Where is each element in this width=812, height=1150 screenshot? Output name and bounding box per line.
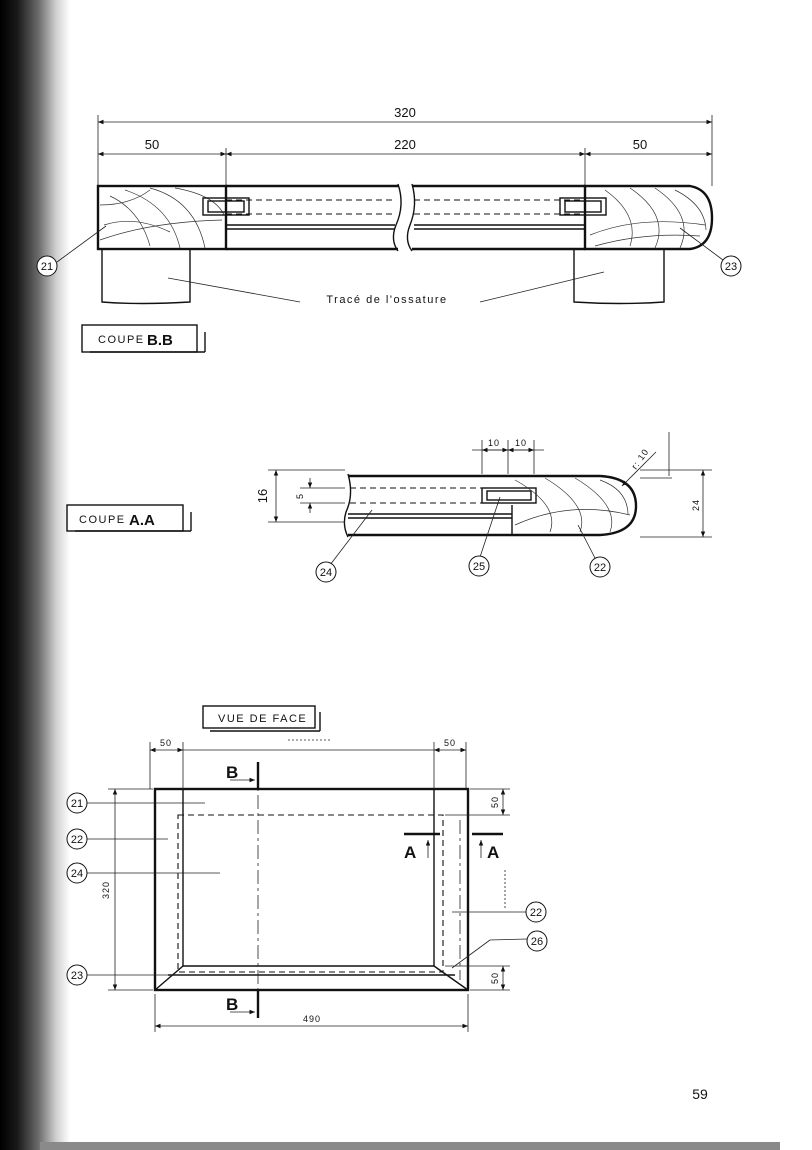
dim-right-rail: 50 xyxy=(633,137,647,152)
callout-face-22-text: 22 xyxy=(71,834,83,846)
dim-aa-left-inner: 5 xyxy=(295,493,305,499)
dim-aa-right: 24 xyxy=(691,499,701,511)
callout-22-text: 22 xyxy=(594,562,606,574)
dim-face-right-top: 50 xyxy=(490,796,500,808)
front-view-dimensions: 50 50 320 50 50 490 xyxy=(101,738,510,1032)
callout-face-23 xyxy=(66,964,88,986)
section-a-right: A xyxy=(487,843,499,862)
coupe-bb-label: COUPE B.B xyxy=(81,324,206,353)
coupe-aa-dimensions: 10 10 r: 10 24 16 5 xyxy=(255,432,712,538)
coupe-bb-panel xyxy=(202,183,607,252)
callout-23-text: 23 xyxy=(725,261,737,273)
dim-aa-radius: r: 10 xyxy=(629,447,650,472)
callout-21 xyxy=(36,255,58,277)
callout-face-22-right-text: 22 xyxy=(530,907,542,919)
front-view-callouts: 21 22 24 23 22 26 xyxy=(66,792,548,986)
dim-face-height: 320 xyxy=(101,881,111,899)
dim-aa-top-a: 10 xyxy=(488,438,500,448)
front-view-section-markers: B B A A xyxy=(226,762,503,1018)
callout-face-26-text: 26 xyxy=(531,936,543,948)
coupe-aa-prefix: COUPE xyxy=(79,514,126,526)
section-b-bottom: B xyxy=(226,995,238,1014)
dim-face-right-bottom: 50 xyxy=(490,972,500,984)
section-a-left: A xyxy=(404,843,416,862)
vue-de-face-title: VUE DE FACE xyxy=(218,713,307,725)
coupe-aa-section-letters: A.A xyxy=(129,512,155,529)
callout-face-21 xyxy=(66,792,88,814)
dim-total-width: 320 xyxy=(394,105,416,120)
vue-de-face-section: VUE DE FACE B B A A xyxy=(66,705,548,1032)
book-spine-shadow xyxy=(0,0,70,1150)
coupe-aa-body xyxy=(343,473,638,538)
callout-22 xyxy=(589,556,611,578)
page-bottom-edge xyxy=(40,1142,780,1150)
vue-de-face-label: VUE DE FACE xyxy=(202,705,321,732)
coupe-bb-dimensions: 320 50 220 50 xyxy=(97,105,713,186)
coupe-bb-section-letters: B.B xyxy=(147,332,173,349)
section-b-top: B xyxy=(226,763,238,782)
coupe-bb-left-stile xyxy=(96,184,228,251)
callout-face-22 xyxy=(66,828,88,850)
callout-23 xyxy=(720,255,742,277)
frame-trace-label: Tracé de l'ossature xyxy=(326,294,447,306)
coupe-aa-callouts: 24 25 22 xyxy=(315,496,611,583)
dim-face-top-right: 50 xyxy=(444,738,456,748)
coupe-bb-right-stile xyxy=(583,184,714,251)
dim-face-width: 490 xyxy=(303,1014,321,1024)
dim-aa-left-outer: 16 xyxy=(255,489,270,503)
callout-25 xyxy=(468,555,490,577)
dim-left-rail: 50 xyxy=(145,137,159,152)
callout-face-26 xyxy=(526,930,548,952)
callout-face-21-text: 21 xyxy=(71,798,83,810)
coupe-aa-label: COUPE A.A xyxy=(66,504,192,532)
coupe-aa-section: COUPE A.A xyxy=(66,432,712,583)
callout-face-24 xyxy=(66,862,88,884)
dim-center-panel: 220 xyxy=(394,137,416,152)
callout-face-24-text: 24 xyxy=(71,868,83,880)
callout-24-text: 24 xyxy=(320,567,332,579)
coupe-bb-section: 320 50 220 50 xyxy=(36,105,742,353)
callout-21-text: 21 xyxy=(41,261,53,273)
dim-aa-top-b: 10 xyxy=(515,438,527,448)
coupe-bb-prefix: COUPE xyxy=(98,334,145,346)
callout-face-22-right xyxy=(525,901,547,923)
page-number: 59 xyxy=(692,1086,708,1102)
front-view-frame xyxy=(153,770,470,1010)
callout-25-text: 25 xyxy=(473,561,485,573)
coupe-bb-frame-trace: Tracé de l'ossature xyxy=(101,249,665,306)
coupe-bb-callouts: 21 23 xyxy=(36,225,742,277)
callout-24 xyxy=(315,561,337,583)
callout-face-23-text: 23 xyxy=(71,970,83,982)
dim-face-top-left: 50 xyxy=(160,738,172,748)
